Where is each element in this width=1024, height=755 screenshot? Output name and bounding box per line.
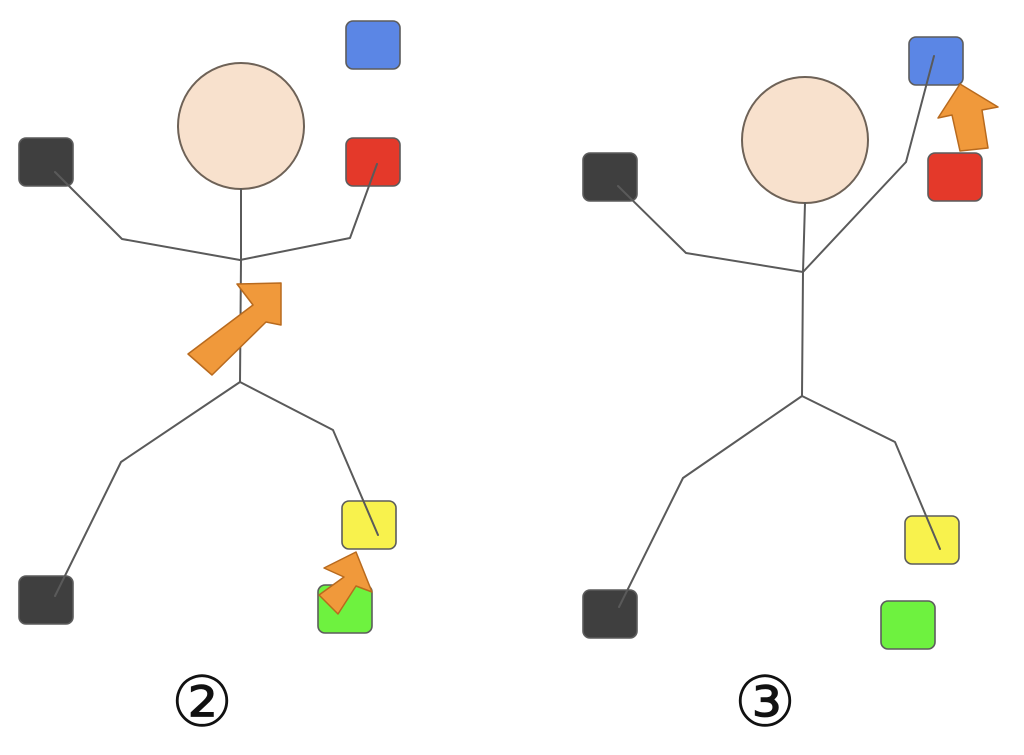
climber-head bbox=[741, 76, 869, 204]
right-foot-move-arrow bbox=[318, 551, 373, 615]
yellow-hold bbox=[904, 515, 960, 565]
climber-left-arm bbox=[617, 185, 804, 273]
panel-step-3 bbox=[582, 36, 999, 650]
left-hand-hold bbox=[18, 137, 74, 187]
climber-torso bbox=[801, 202, 806, 397]
climber-left-leg bbox=[618, 395, 803, 608]
climber-right-leg bbox=[801, 395, 941, 550]
climber-head bbox=[177, 62, 305, 190]
climber-left-leg bbox=[54, 381, 241, 597]
left-foot-hold bbox=[18, 575, 74, 625]
climber-right-arm bbox=[802, 55, 935, 273]
climber-right-arm bbox=[239, 163, 378, 261]
red-hold bbox=[345, 137, 401, 187]
climber-figure bbox=[54, 62, 379, 597]
body-move-arrow bbox=[187, 282, 282, 376]
step-number-2: ② bbox=[170, 661, 234, 743]
left-hand-hold bbox=[582, 152, 638, 202]
climber-left-arm bbox=[54, 171, 241, 261]
blue-hold bbox=[345, 20, 401, 70]
panel-step-2 bbox=[18, 20, 401, 634]
left-foot-hold bbox=[582, 589, 638, 639]
yellow-hold bbox=[341, 500, 397, 550]
step-number-3: ③ bbox=[733, 661, 797, 743]
climber-figure bbox=[617, 55, 941, 608]
climber-right-leg bbox=[239, 381, 379, 536]
red-hold bbox=[927, 152, 983, 202]
right-hand-move-arrow bbox=[937, 83, 999, 152]
green-hold bbox=[880, 600, 936, 650]
blue-hold bbox=[908, 36, 964, 86]
